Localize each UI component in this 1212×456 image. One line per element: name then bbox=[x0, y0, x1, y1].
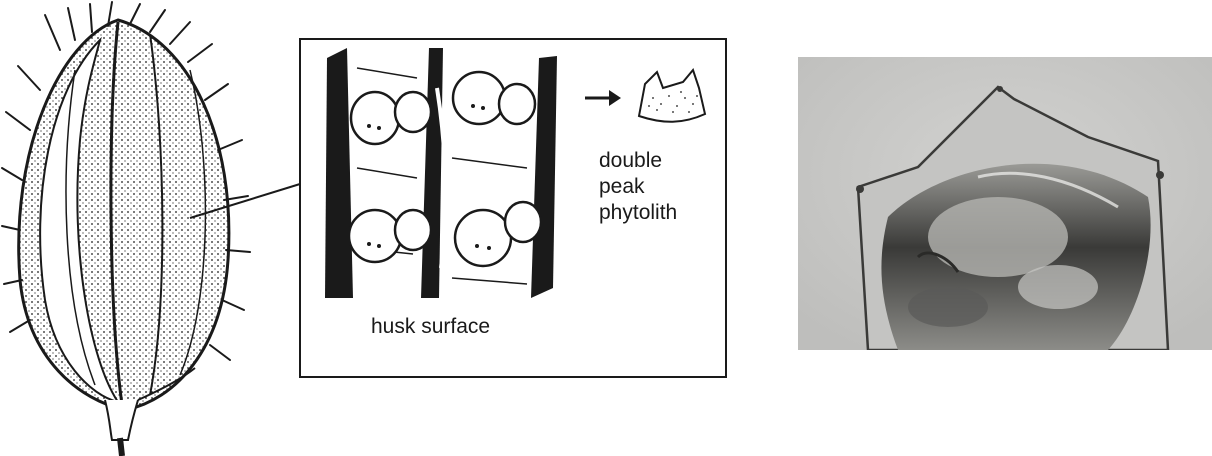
phytolith-label-line: phytolith bbox=[599, 200, 719, 226]
husk-surface-label: husk surface bbox=[371, 314, 490, 340]
phytolith-sketch-group bbox=[583, 58, 715, 138]
micrograph-image bbox=[798, 57, 1212, 350]
arrow-right-icon bbox=[585, 90, 621, 106]
phytolith-label-line: peak bbox=[599, 174, 719, 200]
phytolith-label-line: double bbox=[599, 148, 719, 174]
grain-illustration bbox=[0, 0, 300, 456]
micrograph bbox=[798, 57, 1212, 350]
husk-surface-sketch bbox=[317, 48, 557, 298]
husk-detail-inset: husk surface double peak phytolith bbox=[299, 38, 727, 378]
phytolith-label: double peak phytolith bbox=[599, 148, 719, 226]
phytolith-sketch bbox=[639, 70, 705, 122]
